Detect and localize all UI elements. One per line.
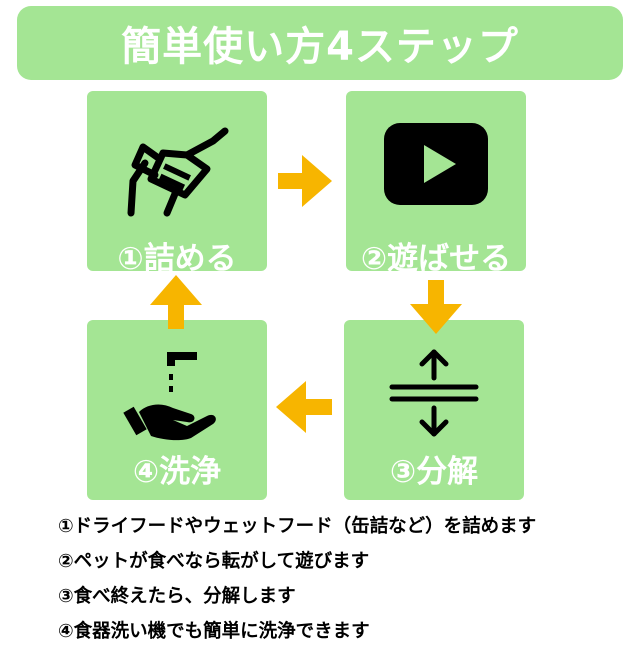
play-button-icon <box>346 109 526 221</box>
step-label-play: ②遊ばせる <box>360 241 512 277</box>
arrow-down-icon <box>410 280 462 334</box>
instruction-item-4: ④食器洗い機でも簡単に洗浄できます <box>58 621 370 642</box>
instruction-item-2: ②ペットが食べなら転がして遊びます <box>58 551 370 572</box>
hand-wash-icon <box>87 338 267 450</box>
title-banner: 簡単使い方4ステップ <box>17 6 623 80</box>
step-card-fill: ①詰める <box>87 91 267 277</box>
arrow-left-icon <box>276 381 332 433</box>
instruction-list: ①ドライフードやウェットフード（缶詰など）を詰めます ②ペットが食べなら転がして… <box>58 509 628 649</box>
step-card-play: ②遊ばせる <box>346 91 526 277</box>
step-label-disassemble: ③分解 <box>389 454 479 490</box>
separate-arrows-icon <box>344 338 524 450</box>
arrow-right-icon <box>278 155 332 207</box>
instruction-item-3: ③食べ終えたら、分解します <box>58 586 296 607</box>
instruction-item-1: ①ドライフードやウェットフード（缶詰など）を詰めます <box>58 516 537 537</box>
step-label-wash: ④洗浄 <box>132 454 222 490</box>
step-label-fill: ①詰める <box>117 241 237 277</box>
fuel-nozzle-icon <box>87 109 267 221</box>
step-card-disassemble: ③分解 <box>344 320 524 500</box>
step-card-wash: ④洗浄 <box>87 320 267 500</box>
arrow-up-icon <box>150 275 202 329</box>
page-title: 簡単使い方4ステップ <box>121 24 519 70</box>
